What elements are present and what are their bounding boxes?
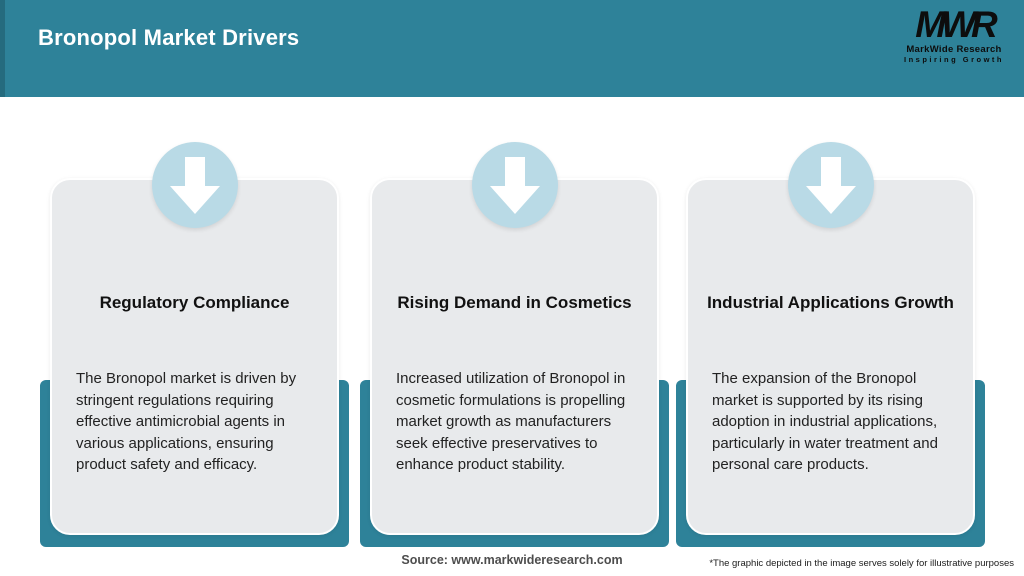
arrow-down-icon [787,142,874,228]
source-text: Source: www.markwideresearch.com [401,553,623,567]
page-title: Bronopol Market Drivers [38,25,300,50]
card-body: Rising Demand in Cosmetics Increased uti… [370,178,659,535]
card-title: Regulatory Compliance [99,293,290,312]
card-body: Regulatory Compliance The Bronopol marke… [50,178,339,535]
disclaimer-text: *The graphic depicted in the image serve… [709,558,1014,569]
mwr-logo-icon: MWR [915,4,997,45]
card-description: Increased utilization of Bronopol in cos… [396,370,626,473]
logo-name: MarkWide Research [906,44,1002,55]
driver-card-regulatory-compliance: Regulatory Compliance The Bronopol marke… [40,142,349,547]
arrow-down-icon [471,142,558,228]
driver-card-industrial-applications-growth: Industrial Applications Growth The expan… [676,142,985,547]
markwide-research-logo: MWR MarkWide Research Inspiring Growth [894,4,1014,65]
header-left-accent [0,0,5,97]
driver-card-rising-demand-in-cosmetics: Rising Demand in Cosmetics Increased uti… [360,142,669,547]
card-description: The Bronopol market is driven by stringe… [76,370,297,473]
card-body: Industrial Applications Growth The expan… [686,178,975,535]
header-bar: Bronopol Market Drivers MWR MarkWide Res… [0,0,1024,97]
card-title: Industrial Applications Growth [707,293,954,312]
card-description: The expansion of the Bronopol market is … [712,370,938,473]
card-title: Rising Demand in Cosmetics [397,293,632,312]
arrow-down-icon [151,142,238,228]
logo-tagline: Inspiring Growth [904,55,1004,64]
